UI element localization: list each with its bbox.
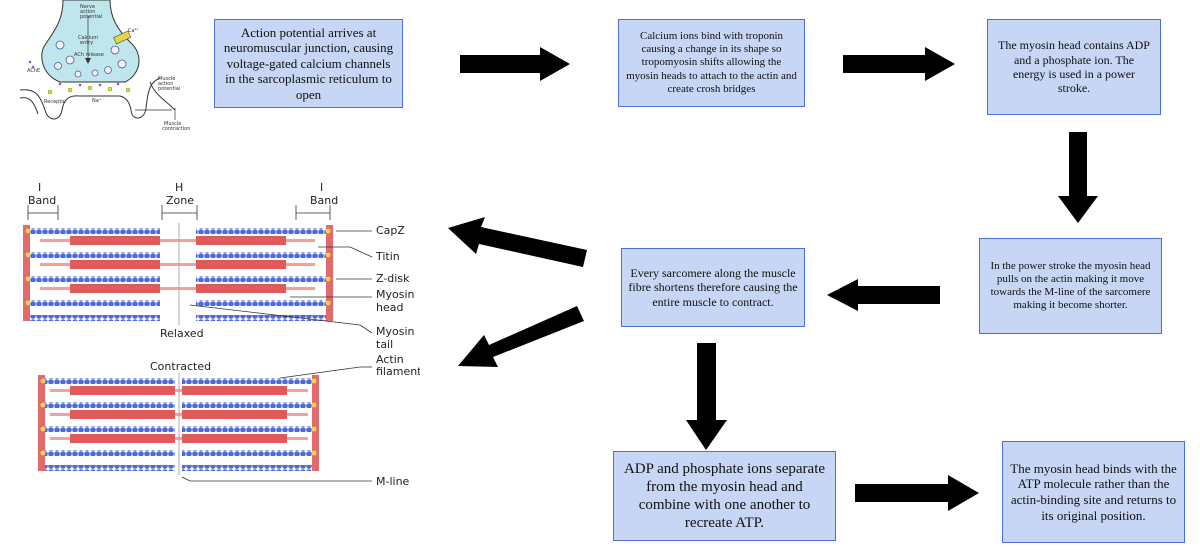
nmj-label: Na⁺ (92, 98, 102, 104)
nmj-label: ACh release (74, 52, 104, 58)
label-capz: CapZ (376, 224, 405, 237)
capz-caps (25, 228, 331, 306)
muscle-membrane (19, 77, 161, 120)
label-actin-filament: filament (376, 365, 420, 378)
arrow-right-2 (843, 47, 955, 81)
actin-filaments (30, 228, 326, 321)
step-box-adp-separate: ADP and phosphate ions separate from the… (613, 451, 836, 541)
label-mline: M-line (376, 475, 410, 488)
label-relaxed: Relaxed (160, 327, 204, 340)
step-box-action-potential: Action potential arrives at neuromuscula… (214, 19, 403, 108)
label-myosin-head: head (376, 301, 403, 314)
nmj-label: Nerve (80, 4, 95, 10)
label-i-band: Band (28, 194, 56, 207)
label-myosin-head: Myosin (376, 288, 415, 301)
leader-lines (181, 230, 373, 482)
label-i-band-right: Band (310, 194, 338, 207)
step-box-atp-binding: The myosin head binds with the ATP molec… (1002, 441, 1185, 543)
step-box-calcium-binding: Calcium ions bind with troponin causing … (618, 19, 805, 107)
nmj-illustration: Nerve action potential Calcium entry Ca²… (19, 0, 190, 132)
arrow-down-1 (1058, 132, 1098, 223)
arrow-right-3 (855, 475, 979, 511)
ach-molecules (28, 60, 120, 87)
nmj-label: action (80, 9, 95, 15)
label-contracted: Contracted (150, 360, 211, 373)
arrow-left-1 (827, 279, 940, 311)
contracted-sarcomere (38, 373, 319, 475)
nmj-label: Muscle (158, 76, 175, 82)
arrow-left-down (458, 306, 584, 367)
nmj-label: Ca²⁺ (128, 28, 140, 34)
nmj-label: Receptor (44, 99, 67, 105)
label-actin-filament: Actin (376, 353, 404, 366)
label-myosin-tail: tail (376, 338, 393, 351)
label-zdisk: Z-disk (376, 272, 410, 285)
nmj-label: AChE (27, 68, 40, 74)
arrow-right-1 (460, 47, 570, 81)
step-text: Action potential arrives at neuromuscula… (223, 24, 394, 102)
step-text: The myosin head binds with the ATP molec… (1010, 460, 1177, 523)
arrow-left-up (448, 217, 587, 267)
nmj-label: Calcium (78, 35, 98, 41)
arrow-down-2 (686, 343, 727, 450)
nmj-label: entry (80, 40, 93, 46)
nmj-label: action (158, 81, 173, 87)
label-i-band-right: I (320, 181, 323, 194)
nmj-label: potential (80, 14, 102, 20)
step-text: Every sarcomere along the muscle fibre s… (628, 265, 798, 309)
step-text: Calcium ions bind with troponin causing … (626, 30, 797, 95)
label-myosin-tail: Myosin (376, 325, 415, 338)
myosin-filaments (40, 236, 315, 293)
step-text: ADP and phosphate ions separate from the… (623, 461, 826, 531)
nmj-label: Muscle (164, 121, 181, 127)
step-box-power-stroke: In the power stroke the myosin head pull… (979, 238, 1162, 334)
step-text: In the power stroke the myosin head pull… (990, 259, 1151, 312)
step-text: The myosin head contains ADP and a phosp… (998, 38, 1150, 96)
nmj-label: contraction (162, 126, 190, 132)
step-box-myosin-adp: The myosin head contains ADP and a phosp… (987, 19, 1161, 115)
label-i-band: I (38, 181, 41, 194)
label-h-zone: H (175, 181, 183, 194)
step-box-sarcomere-shortens: Every sarcomere along the muscle fibre s… (621, 248, 805, 327)
vesicles (54, 40, 127, 78)
nmj-label: potential (158, 86, 180, 92)
label-h-zone: Zone (166, 194, 194, 207)
sarcomere-diagram: I Band H Zone I Band (23, 181, 420, 488)
relaxed-sarcomere (23, 223, 333, 325)
receptors (47, 85, 131, 95)
label-titin: Titin (375, 250, 400, 263)
